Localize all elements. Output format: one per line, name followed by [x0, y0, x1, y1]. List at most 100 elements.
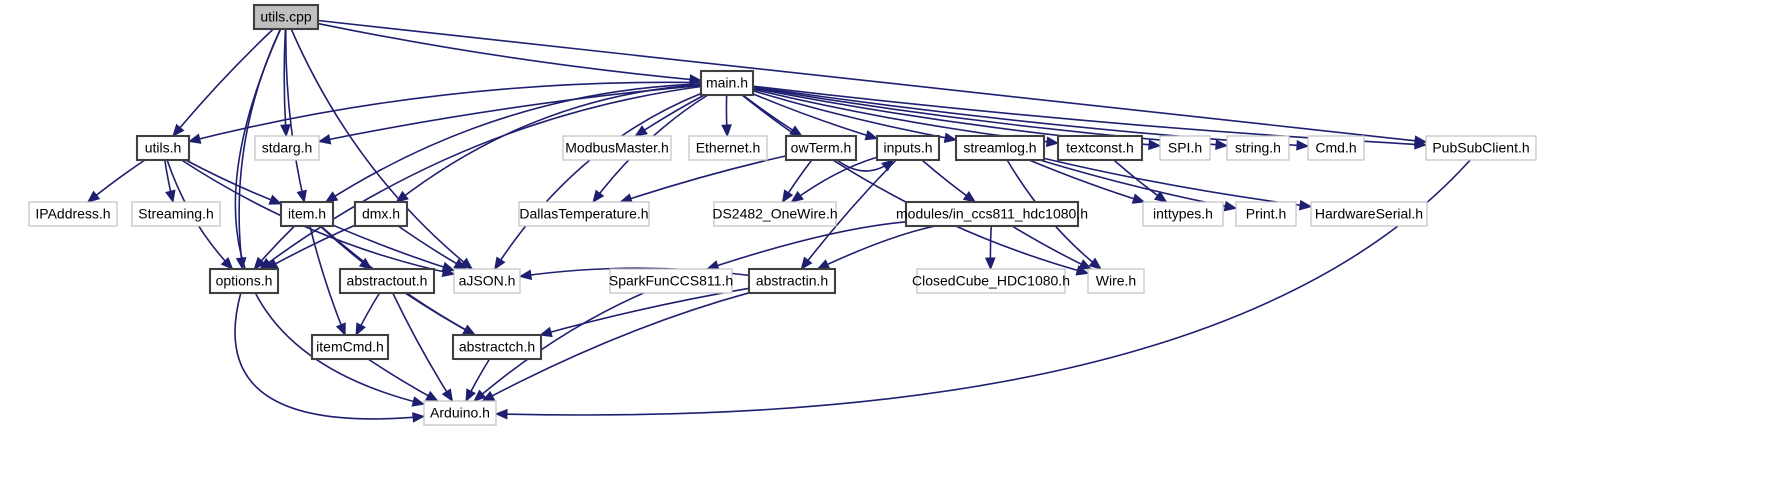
graph-node-dallastemp_h[interactable]: DallasTemperature.h [518, 201, 650, 227]
graph-node-pubsubclient_h[interactable]: PubSubClient.h [1425, 135, 1537, 161]
graph-node-ds2482_h[interactable]: DS2482_OneWire.h [712, 201, 838, 227]
arrowhead-main_h-to-string_h [1215, 139, 1229, 151]
node-box-utils_h[interactable] [135, 134, 191, 162]
node-box-modbusmaster_h[interactable] [562, 135, 672, 161]
node-box-ajson_h[interactable] [453, 268, 521, 294]
graph-node-abstractout_h[interactable]: abstractout.h [338, 267, 436, 295]
node-box-ccs811mod_h[interactable] [904, 200, 1080, 228]
graph-node-ethernet_h[interactable]: Ethernet.h [688, 135, 768, 161]
node-box-abstractin_h[interactable] [747, 267, 837, 295]
edge-abstractout_h-to-arduino_h [392, 292, 454, 402]
node-label-hwserial_h: HardwareSerial.h [1315, 206, 1423, 222]
node-box-abstractout_h[interactable] [338, 267, 436, 295]
graph-node-ipaddress_h[interactable]: IPAddress.h [28, 201, 118, 227]
graph-node-ccs811mod_h[interactable]: modules/in_ccs811_hdc1080.h [896, 200, 1088, 228]
graph-node-spi_h[interactable]: SPI.h [1159, 135, 1211, 161]
node-label-stdarg_h: stdarg.h [262, 140, 313, 156]
node-box-cmd_h[interactable] [1307, 135, 1365, 161]
graph-node-inputs_h[interactable]: inputs.h [875, 134, 941, 162]
node-label-arduino_h: Arduino.h [430, 405, 490, 421]
graph-node-abstractin_h[interactable]: abstractin.h [747, 267, 837, 295]
node-box-sparkfun_h[interactable] [609, 268, 733, 294]
node-box-dallastemp_h[interactable] [518, 201, 650, 227]
node-box-utils_cpp[interactable] [252, 3, 320, 31]
graph-node-hwserial_h[interactable]: HardwareSerial.h [1310, 201, 1428, 227]
node-box-streamlog_h[interactable] [954, 134, 1046, 162]
edge-main_h-to-item_h [325, 83, 702, 203]
node-box-arduino_h[interactable] [423, 400, 497, 426]
arrowhead-ccs811mod_h-to-wire_h [1078, 259, 1093, 270]
node-box-inttypes_h[interactable] [1142, 201, 1224, 227]
edge-streamlog_h-to-hwserial_h [1043, 157, 1312, 208]
edge-inputs_h-to-abstractin_h [800, 159, 897, 270]
node-box-dmx_h[interactable] [353, 200, 409, 228]
node-box-owterm_h[interactable] [784, 134, 858, 162]
graph-node-inttypes_h[interactable]: inttypes.h [1142, 201, 1224, 227]
graph-node-sparkfun_h[interactable]: SparkFunCCS811.h [609, 268, 733, 294]
node-box-hwserial_h[interactable] [1310, 201, 1428, 227]
arrowhead-main_h-to-dallastemp_h [592, 189, 605, 204]
node-box-pubsubclient_h[interactable] [1425, 135, 1537, 161]
graph-node-item_h[interactable]: item.h [279, 200, 335, 228]
edge-utils_cpp-to-item_h [285, 28, 306, 203]
graph-node-abstractch_h[interactable]: abstractch.h [451, 333, 543, 361]
graph-node-print_h[interactable]: Print.h [1235, 201, 1297, 227]
graph-node-textconst_h[interactable]: textconst.h [1056, 134, 1144, 162]
node-box-itemcmd_h[interactable] [310, 333, 390, 361]
node-box-ethernet_h[interactable] [688, 135, 768, 161]
node-box-textconst_h[interactable] [1056, 134, 1144, 162]
node-box-ds2482_h[interactable] [713, 201, 837, 227]
node-box-string_h[interactable] [1226, 135, 1290, 161]
node-label-spi_h: SPI.h [1168, 140, 1202, 156]
arrowhead-streamlog_h-to-wire_h [1088, 257, 1102, 270]
node-box-inputs_h[interactable] [875, 134, 941, 162]
node-label-ds2482_h: DS2482_OneWire.h [712, 206, 837, 222]
graph-node-owterm_h[interactable]: owTerm.h [784, 134, 858, 162]
node-label-ethernet_h: Ethernet.h [696, 140, 761, 156]
edge-sparkfun_h-to-arduino_h [473, 292, 644, 402]
node-label-inttypes_h: inttypes.h [1153, 206, 1213, 222]
node-box-streaming_h[interactable] [131, 201, 221, 227]
arrowhead-utils_cpp-to-utils_h [172, 123, 185, 137]
graph-node-wire_h[interactable]: Wire.h [1087, 268, 1145, 294]
graph-node-string_h[interactable]: string.h [1226, 135, 1290, 161]
node-box-abstractch_h[interactable] [451, 333, 543, 361]
graph-node-streaming_h[interactable]: Streaming.h [131, 201, 221, 227]
graph-node-ajson_h[interactable]: aJSON.h [453, 268, 521, 294]
graph-node-itemcmd_h[interactable]: itemCmd.h [310, 333, 390, 361]
graph-node-options_h[interactable]: options.h [208, 267, 280, 295]
node-box-main_h[interactable] [699, 69, 755, 97]
node-box-spi_h[interactable] [1159, 135, 1211, 161]
edge-utils_cpp-to-main_h [317, 22, 702, 82]
node-label-wire_h: Wire.h [1096, 273, 1136, 289]
node-box-options_h[interactable] [208, 267, 280, 295]
node-box-item_h[interactable] [279, 200, 335, 228]
arrowhead-streamlog_h-to-hwserial_h [1298, 199, 1313, 211]
graph-node-utils_cpp[interactable]: utils.cpp [252, 3, 320, 31]
node-box-print_h[interactable] [1235, 201, 1297, 227]
node-label-owterm_h: owTerm.h [791, 140, 852, 156]
node-box-ipaddress_h[interactable] [28, 201, 118, 227]
arrowhead-itemcmd_h-to-arduino_h [425, 390, 439, 402]
node-box-closedcube_h[interactable] [916, 268, 1066, 294]
graph-node-main_h[interactable]: main.h [699, 69, 755, 97]
graph-node-modbusmaster_h[interactable]: ModbusMaster.h [562, 135, 672, 161]
graph-node-cmd_h[interactable]: Cmd.h [1307, 135, 1365, 161]
arrowhead-main_h-to-item_h [324, 191, 339, 203]
arrowhead-ccs811mod_h-to-abstractin_h [816, 259, 831, 270]
node-box-wire_h[interactable] [1087, 268, 1145, 294]
edge-owterm_h-to-dallastemp_h [620, 155, 787, 203]
graph-node-stdarg_h[interactable]: stdarg.h [254, 135, 320, 161]
graph-node-utils_h[interactable]: utils.h [135, 134, 191, 162]
arrowhead-item_h-to-ajson_h [441, 261, 456, 273]
edge-utils_cpp-to-ajson_h [290, 28, 473, 270]
graph-node-dmx_h[interactable]: dmx.h [353, 200, 409, 228]
arrowhead-abstractout_h-to-arduino_h [441, 388, 454, 403]
graph-node-closedcube_h[interactable]: ClosedCube_HDC1080.h [912, 268, 1070, 294]
node-label-closedcube_h: ClosedCube_HDC1080.h [912, 273, 1070, 289]
graph-node-streamlog_h[interactable]: streamlog.h [954, 134, 1046, 162]
graph-node-arduino_h[interactable]: Arduino.h [423, 400, 497, 426]
node-label-itemcmd_h: itemCmd.h [316, 339, 384, 355]
node-box-stdarg_h[interactable] [254, 135, 320, 161]
